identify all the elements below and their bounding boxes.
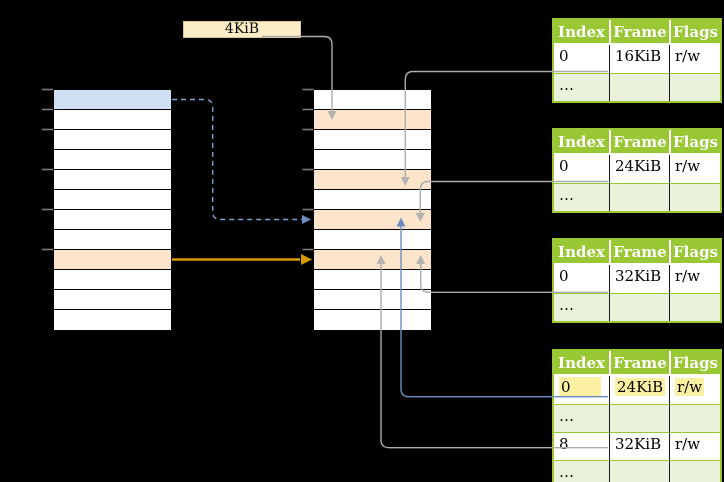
cell-flags (669, 183, 720, 211)
highlighted-value: r/w (675, 378, 705, 396)
cell-index: 0 (554, 265, 609, 293)
col-header-flags: Flags (669, 20, 720, 45)
table-row-ellipsis: … (554, 404, 720, 432)
col-header-index: Index (554, 240, 609, 265)
col-header-flags: Flags (669, 130, 720, 155)
table-row-ellipsis: … (554, 183, 720, 211)
cell-frame: 24KiB (609, 155, 669, 183)
virtual-column-ticks (42, 88, 53, 251)
cell-index: 8 (554, 432, 609, 460)
highlighted-value: 0 (559, 377, 601, 398)
cell-frame: 32KiB (609, 432, 669, 460)
virtual-page-row (54, 310, 171, 330)
table-row: 0 16KiB r/w (554, 45, 720, 73)
physical-frame-row (314, 290, 431, 310)
cell-flags (669, 293, 720, 321)
page-table-1: Index Frame Flags 0 16KiB r/w … (552, 18, 722, 103)
cell-flags: r/w (669, 376, 720, 404)
physical-frame-row (314, 190, 431, 210)
cell-frame (609, 73, 669, 101)
col-header-flags: Flags (669, 351, 720, 376)
cell-frame (609, 183, 669, 211)
virtual-page-row (54, 190, 171, 210)
virtual-page-row (54, 150, 171, 170)
physical-frame-row (314, 270, 431, 290)
arrowhead-right (301, 254, 312, 265)
col-header-frame: Frame (609, 351, 669, 376)
virtual-page-row-highlighted-blue (54, 90, 171, 110)
virtual-page-row (54, 210, 171, 230)
arrow-virtual-to-physical-orange (172, 254, 312, 265)
highlighted-value: 24KiB (615, 378, 666, 396)
cell-index: … (554, 293, 609, 321)
cell-index: 0 (554, 45, 609, 73)
col-header-frame: Frame (609, 240, 669, 265)
table-row-highlighted: 0 24KiB r/w (554, 376, 720, 404)
table-row-ellipsis: … (554, 73, 720, 101)
col-header-index: Index (554, 130, 609, 155)
physical-frame-row (314, 130, 431, 150)
virtual-page-row (54, 170, 171, 190)
physical-frame-row (314, 150, 431, 170)
virtual-page-row (54, 110, 171, 130)
cell-index: … (554, 404, 609, 432)
table-row: 8 32KiB r/w (554, 432, 720, 460)
cell-flags: r/w (669, 155, 720, 183)
cell-index: … (554, 183, 609, 211)
col-header-index: Index (554, 351, 609, 376)
table-header-row: Index Frame Flags (554, 130, 720, 155)
table-row-ellipsis: … (554, 293, 720, 321)
cell-index: … (554, 73, 609, 101)
cell-frame (609, 404, 669, 432)
cell-flags: r/w (669, 45, 720, 73)
table-row: 0 32KiB r/w (554, 265, 720, 293)
cell-index: 0 (554, 376, 609, 404)
virtual-page-row-highlighted-orange (54, 250, 171, 270)
col-header-frame: Frame (609, 20, 669, 45)
table-row-ellipsis: … (554, 460, 720, 482)
cell-frame (609, 293, 669, 321)
cell-flags (669, 460, 720, 482)
table-header-row: Index Frame Flags (554, 351, 720, 376)
page-table-3: Index Frame Flags 0 32KiB r/w … (552, 238, 722, 323)
table-header-row: Index Frame Flags (554, 240, 720, 265)
cell-flags (669, 73, 720, 101)
virtual-page-row (54, 270, 171, 290)
physical-memory-column (313, 89, 432, 331)
col-header-flags: Flags (669, 240, 720, 265)
cell-flags: r/w (669, 265, 720, 293)
virtual-page-row (54, 290, 171, 310)
physical-frame-row (314, 310, 431, 330)
physical-frame-row (314, 90, 431, 110)
page-table-4: Index Frame Flags 0 24KiB r/w … 8 32KiB … (552, 349, 722, 482)
cell-frame: 32KiB (609, 265, 669, 293)
table-row: 0 24KiB r/w (554, 155, 720, 183)
col-header-frame: Frame (609, 130, 669, 155)
cell-index: 0 (554, 155, 609, 183)
page-table-2: Index Frame Flags 0 24KiB r/w … (552, 128, 722, 213)
virtual-memory-column (53, 89, 172, 331)
page-size-label: 4KiB (183, 21, 301, 38)
table-header-row: Index Frame Flags (554, 20, 720, 45)
physical-column-ticks (302, 88, 314, 251)
physical-frame-row-used (314, 250, 431, 270)
cell-frame: 16KiB (609, 45, 669, 73)
physical-frame-row-used (314, 170, 431, 190)
physical-frame-row-used (314, 110, 431, 130)
virtual-page-row (54, 130, 171, 150)
cell-frame: 24KiB (609, 376, 669, 404)
physical-frame-row (314, 230, 431, 250)
cell-frame (609, 460, 669, 482)
arrow-virtual-to-physical-dashed (172, 98, 311, 224)
col-header-index: Index (554, 20, 609, 45)
cell-index: … (554, 460, 609, 482)
physical-frame-row-used (314, 210, 431, 230)
cell-flags: r/w (669, 432, 720, 460)
page-size-text: 4KiB (224, 21, 260, 37)
arrowhead-right (302, 215, 311, 224)
virtual-page-row (54, 230, 171, 250)
cell-flags (669, 404, 720, 432)
